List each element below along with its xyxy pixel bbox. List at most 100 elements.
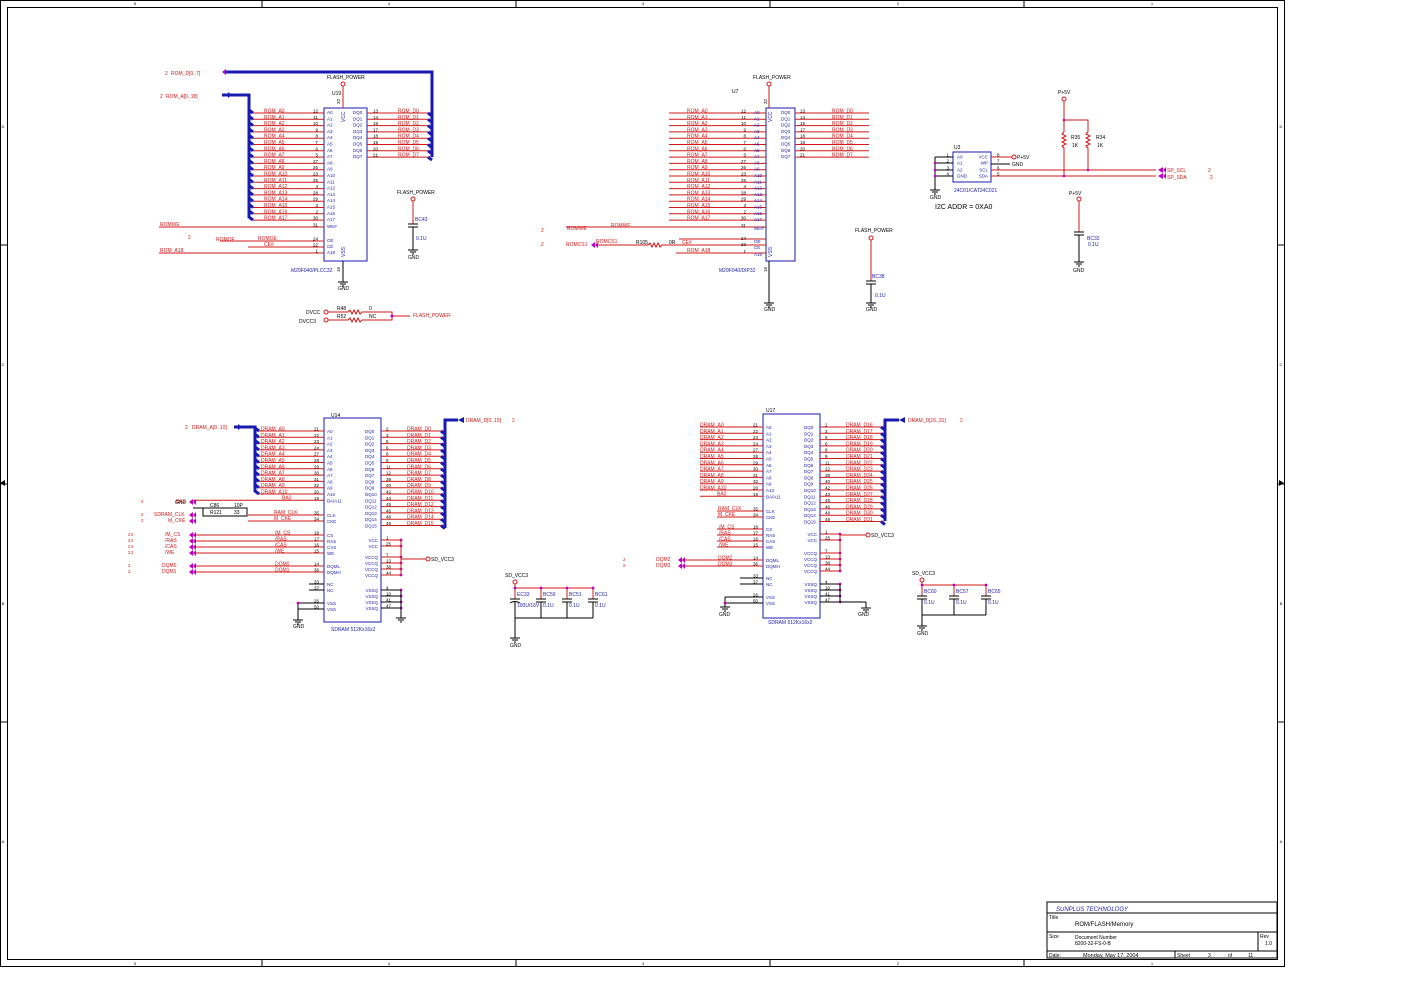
sp-sda-page: 2 [1210,175,1213,181]
junction [296,601,300,605]
u19-data-bus-arrow [222,69,226,75]
title-block: SUNPLUS TECHNOLOGY Title ROM/FLASH/Memor… [1046,901,1278,959]
u14-ba-pin: 19 [314,496,320,501]
u17-sdram: U17 SDRAM 512Kx16x2 DRAM_D[16..31] 2 DRA… [623,408,963,626]
u7-data-name: DQ5 [781,142,791,147]
u19-data-net: ROM_D7 [398,153,419,159]
u7-addr-name: A8 [754,160,760,165]
u14-ctrl-page: 2 [128,532,131,537]
u17-addr-name: A6 [766,463,772,468]
u14-ctrl-pin: 15 [314,549,320,554]
u17-ctrl-name: CAS [766,539,775,544]
u17-data-name: DQ0 [804,425,814,430]
u7-addr-name: A11 [754,179,762,184]
zone-left-label: A [2,839,5,844]
u17-data-name: DQ13 [804,507,816,512]
u14-clk-pin: 35 [314,511,320,516]
u14-vcc-name: VCCQ [365,567,379,572]
u3-pin-right: 6 [997,166,1000,171]
u17-dqm-net: DQM2 [718,556,733,562]
u19-addr-net: ROM_A0 [264,109,285,115]
u19-addr-net: ROM_A13 [264,190,288,196]
cap-ref: BC51 [569,592,582,598]
u3-name-right: WP [981,161,988,166]
u14-vssq-name: VSSQ [365,606,378,611]
u19-addr-net: ROM_A5 [264,140,285,146]
u14-data-name: DQ12 [365,505,377,510]
u17-nc-name: NC [766,576,773,581]
u19-data-pin: 21 [373,153,379,158]
u17-data-net: DRAM_D27 [846,492,873,498]
u7-addr-net: ROM_A6 [687,146,708,152]
u7-data-pin: 17 [800,127,806,132]
u7-addr-net: ROM_A5 [687,140,708,146]
u17-addr-net: DRAM_A0 [700,423,724,429]
u17-data-name: DQ7 [804,469,814,474]
zone-top-label: 3 [642,1,645,6]
u19-ctrl-net: ROMWE [160,222,180,228]
u7-addr-name: A5 [754,142,760,147]
u7-addr-pin: 10 [741,121,747,126]
u19-data-name: DQ1 [353,116,363,121]
u14-dqm-left: DQM1 [162,569,177,575]
u14-data-net: DRAM_D5 [407,458,431,464]
u19-data-net: ROM_D0 [398,109,419,115]
u3-name-right: SCL [979,168,988,173]
u14-data-name: DQ13 [365,511,377,516]
zone-top-label: 5 [134,1,137,6]
u14-data-net: DRAM_D2 [407,439,431,445]
u19-addr-net: ROM_A8 [264,159,285,165]
u17-nc-name: NC [766,582,773,587]
u14-data-name: DQ7 [365,473,375,478]
u14-ctrl-net: /CAS [275,543,287,549]
u14-left-net: BA0 [176,499,186,505]
u14-ctrl-left: /CAS [165,544,177,550]
c86-ref: C86 [210,503,219,509]
u17-ctrl-name: WE [766,545,773,550]
zone-bottom-label: 2 [897,961,900,966]
u14-ba-net: BA0 [282,495,292,501]
u14-vssq-pin: 47 [386,604,392,609]
u7-addr-name: A16 [754,211,763,216]
u14-addr-net: DRAM_A7 [261,471,285,477]
u14-dqm-page: 2 [128,569,131,574]
cap-val: 0.1U [924,600,935,606]
u19-body [323,107,368,262]
u17-data-net: DRAM_D17 [846,429,873,435]
u19-addr-pin: 7 [315,140,318,145]
u14-addr-name: A6 [327,467,333,472]
u14-vssq-name: VSSQ [365,600,378,605]
u17-data-pin: 6 [825,441,828,446]
r48-val: 0 [369,306,372,312]
u7-data-net: ROM_D0 [832,109,853,115]
u19-data-name: DQ7 [353,154,363,159]
u19-addr-bus [222,93,251,218]
u14-ctrl-page: 2 [128,550,131,555]
u19-addr-name: A1 [327,116,333,121]
u17-ctrl-pin: 18 [753,525,759,530]
u19-ctrl-name: A18 [327,250,336,255]
u14-nc-name: NC [327,582,334,587]
u14-data-net: DRAM_D0 [407,427,431,433]
u19-addr-net: ROM_A17 [264,216,288,222]
u19-data-net: ROM_D6 [398,146,419,152]
u14-data-name: DQ11 [365,498,377,503]
u7-addr-pin: 27 [741,159,747,164]
u14-left-net: SDRAM_CLK [154,512,185,518]
junction [984,583,988,587]
u17-vss-name: VSS [766,595,775,600]
u19-addr-net: ROM_A9 [264,165,285,171]
cap-val: 0.1U [543,603,554,609]
u7-we-name: WE# [754,226,764,231]
u17-addr-name: A5 [766,457,772,462]
u7-addr-net: ROM_A1 [687,115,708,121]
u14-vssq-pin: 41 [386,598,392,603]
u14-ctrl-name: CS [327,533,333,538]
u17-data-name: DQ8 [804,475,814,480]
u17-vcc-name: VCCQ [804,551,818,556]
u14-data-name: DQ15 [365,524,377,529]
zone-left-label: D [2,124,5,129]
r34-ref: R34 [1096,135,1105,141]
u17-ctrl-net: /CAS [719,537,731,543]
